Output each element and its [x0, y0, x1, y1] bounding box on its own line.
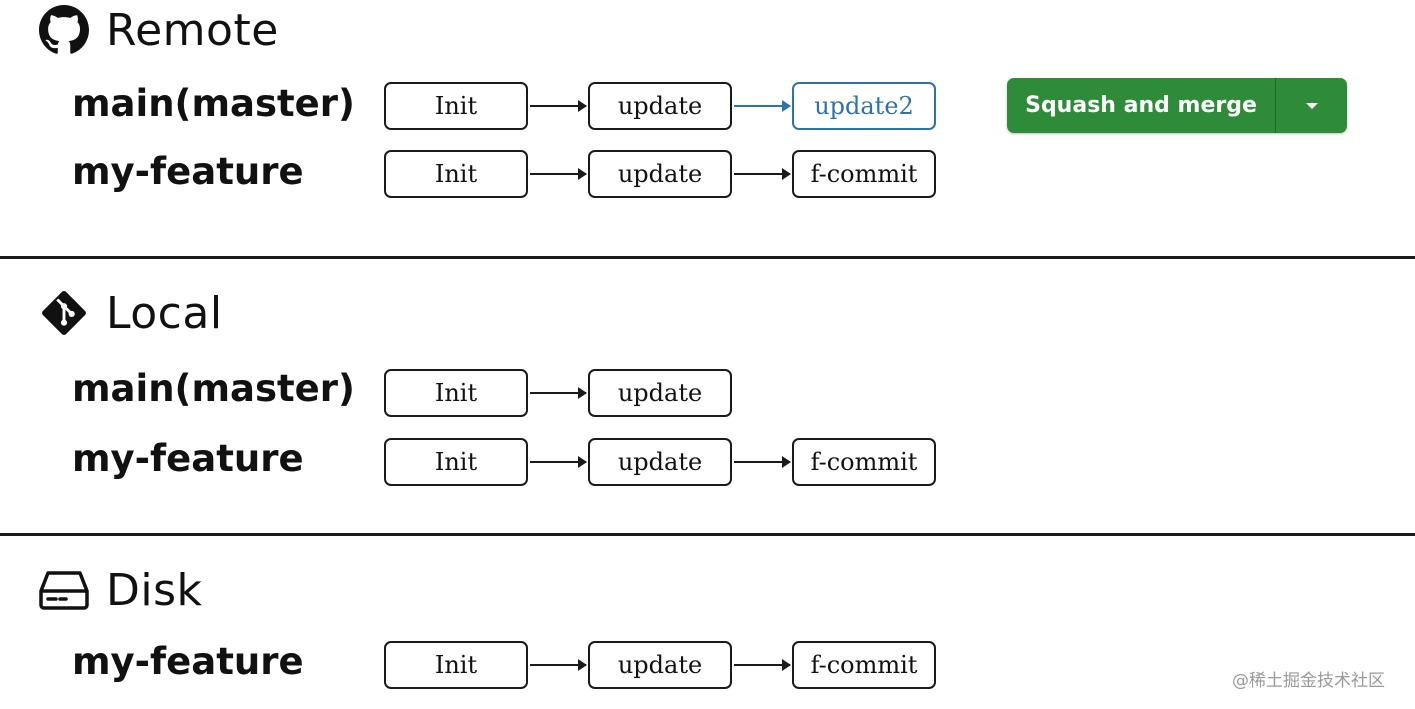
commit-arrow	[734, 659, 791, 671]
disk-feature-commit-f-commit: f-commit	[792, 641, 936, 689]
disk-feature-commit-init: Init	[384, 641, 528, 689]
disk-feature-branch-label: my-feature	[72, 640, 304, 683]
local-feature-commit-init: Init	[384, 438, 528, 486]
hard-drive-icon	[38, 564, 90, 616]
commit-arrow	[530, 168, 587, 180]
local-header: Local	[38, 287, 223, 339]
squash-and-merge-button[interactable]: Squash and merge	[1007, 78, 1347, 133]
remote-feature-commit-f-commit: f-commit	[792, 150, 936, 198]
remote-main-branch-label: main(master)	[72, 82, 355, 125]
local-main-commit-init: Init	[384, 369, 528, 417]
local-section: Local main(master) Init update my-featur…	[0, 259, 1415, 533]
caret-down-icon[interactable]	[1276, 78, 1347, 133]
local-title: Local	[106, 287, 223, 339]
commit-arrow	[734, 168, 791, 180]
merge-button-separator	[1275, 78, 1276, 133]
section-divider	[0, 256, 1415, 259]
commit-arrow	[530, 456, 587, 468]
remote-feature-commit-init: Init	[384, 150, 528, 198]
remote-main-commit-update: update	[588, 82, 732, 130]
disk-header: Disk	[38, 564, 203, 616]
disk-section: Disk my-feature Init update f-commit	[0, 536, 1415, 709]
remote-main-commit-init: Init	[384, 82, 528, 130]
disk-feature-commit-update: update	[588, 641, 732, 689]
commit-arrow	[734, 456, 791, 468]
local-feature-branch-label: my-feature	[72, 437, 304, 480]
remote-title: Remote	[106, 4, 279, 56]
section-divider	[0, 533, 1415, 536]
remote-section: Remote main(master) Init update update2 …	[0, 0, 1415, 256]
remote-feature-commit-update: update	[588, 150, 732, 198]
squash-and-merge-label[interactable]: Squash and merge	[1025, 93, 1257, 118]
remote-feature-branch-label: my-feature	[72, 150, 304, 193]
git-icon	[38, 287, 90, 339]
remote-main-commit-update2: update2	[792, 82, 936, 130]
github-icon	[38, 4, 90, 56]
local-main-commit-update: update	[588, 369, 732, 417]
watermark: @稀土掘金技术社区	[1232, 671, 1385, 691]
local-feature-commit-f-commit: f-commit	[792, 438, 936, 486]
remote-header: Remote	[38, 4, 279, 56]
commit-arrow	[530, 387, 587, 399]
commit-arrow-new	[734, 100, 791, 112]
local-feature-commit-update: update	[588, 438, 732, 486]
local-main-branch-label: main(master)	[72, 367, 355, 410]
commit-arrow	[530, 100, 587, 112]
disk-title: Disk	[106, 564, 203, 616]
commit-arrow	[530, 659, 587, 671]
